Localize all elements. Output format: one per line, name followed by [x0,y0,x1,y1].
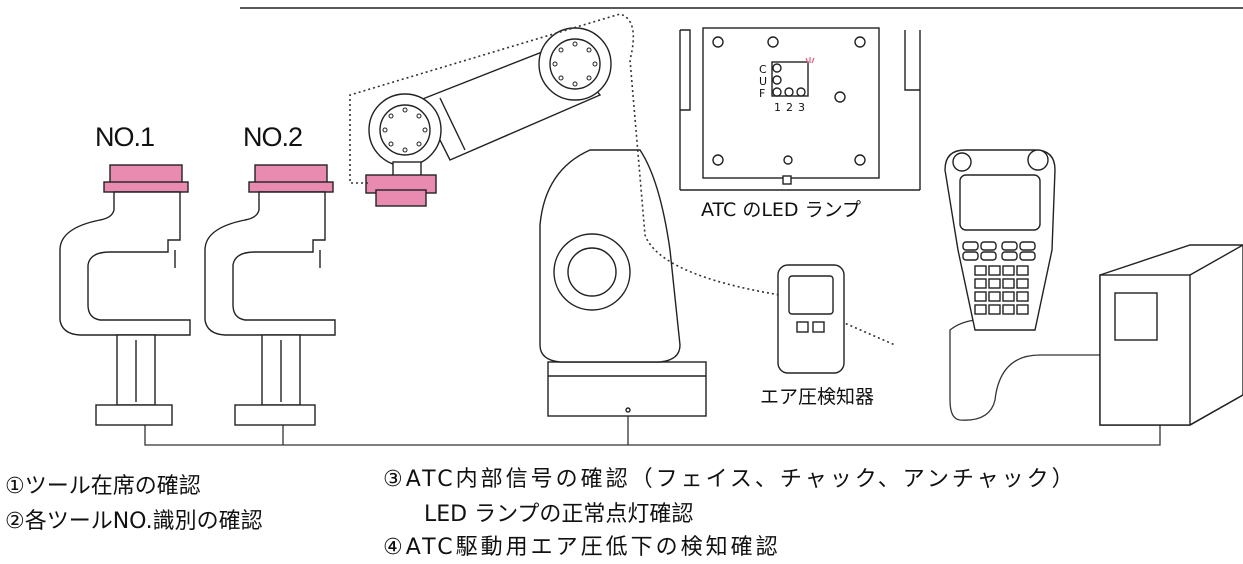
teach-pendant [944,149,1056,331]
led-row-label-c: C [759,63,767,76]
note-tool-presence: ①ツール在席の確認 [5,474,201,499]
controller-cabinet [1099,244,1243,426]
tool-stand-no1 [59,164,191,426]
note-led-check: LED ランプの正常点灯確認 [424,502,694,527]
note-air-pressure: ④ATC駆動用エア圧低下の検知確認 [383,535,781,560]
tool-label-no2: NO.2 [243,122,303,152]
led-col-label-3: 3 [798,101,805,114]
led-row-label-f: F [759,87,765,100]
tool-label-no1: NO.1 [95,122,155,152]
tool-stand-no2 [204,164,336,426]
led-col-label-2: 2 [786,101,793,114]
atc-panel [679,27,921,191]
cable-network [144,319,1161,446]
led-col-label-1: 1 [774,101,781,114]
led-row-label-u: U [759,75,767,88]
robot-bolts [382,41,598,153]
note-atc-signals: ③ATC内部信号の確認（フェイス、チャック、アンチャック） [383,467,1077,492]
note-tool-id: ②各ツールNO.識別の確認 [5,509,263,534]
robot-arm [365,27,707,417]
sensor-cable [349,13,896,346]
air-pressure-detector [777,264,845,374]
air-detector-caption: エア圧検知器 [760,386,875,408]
atc-led-caption: ATC のLED ランプ [701,199,862,221]
robot-base [547,361,707,417]
